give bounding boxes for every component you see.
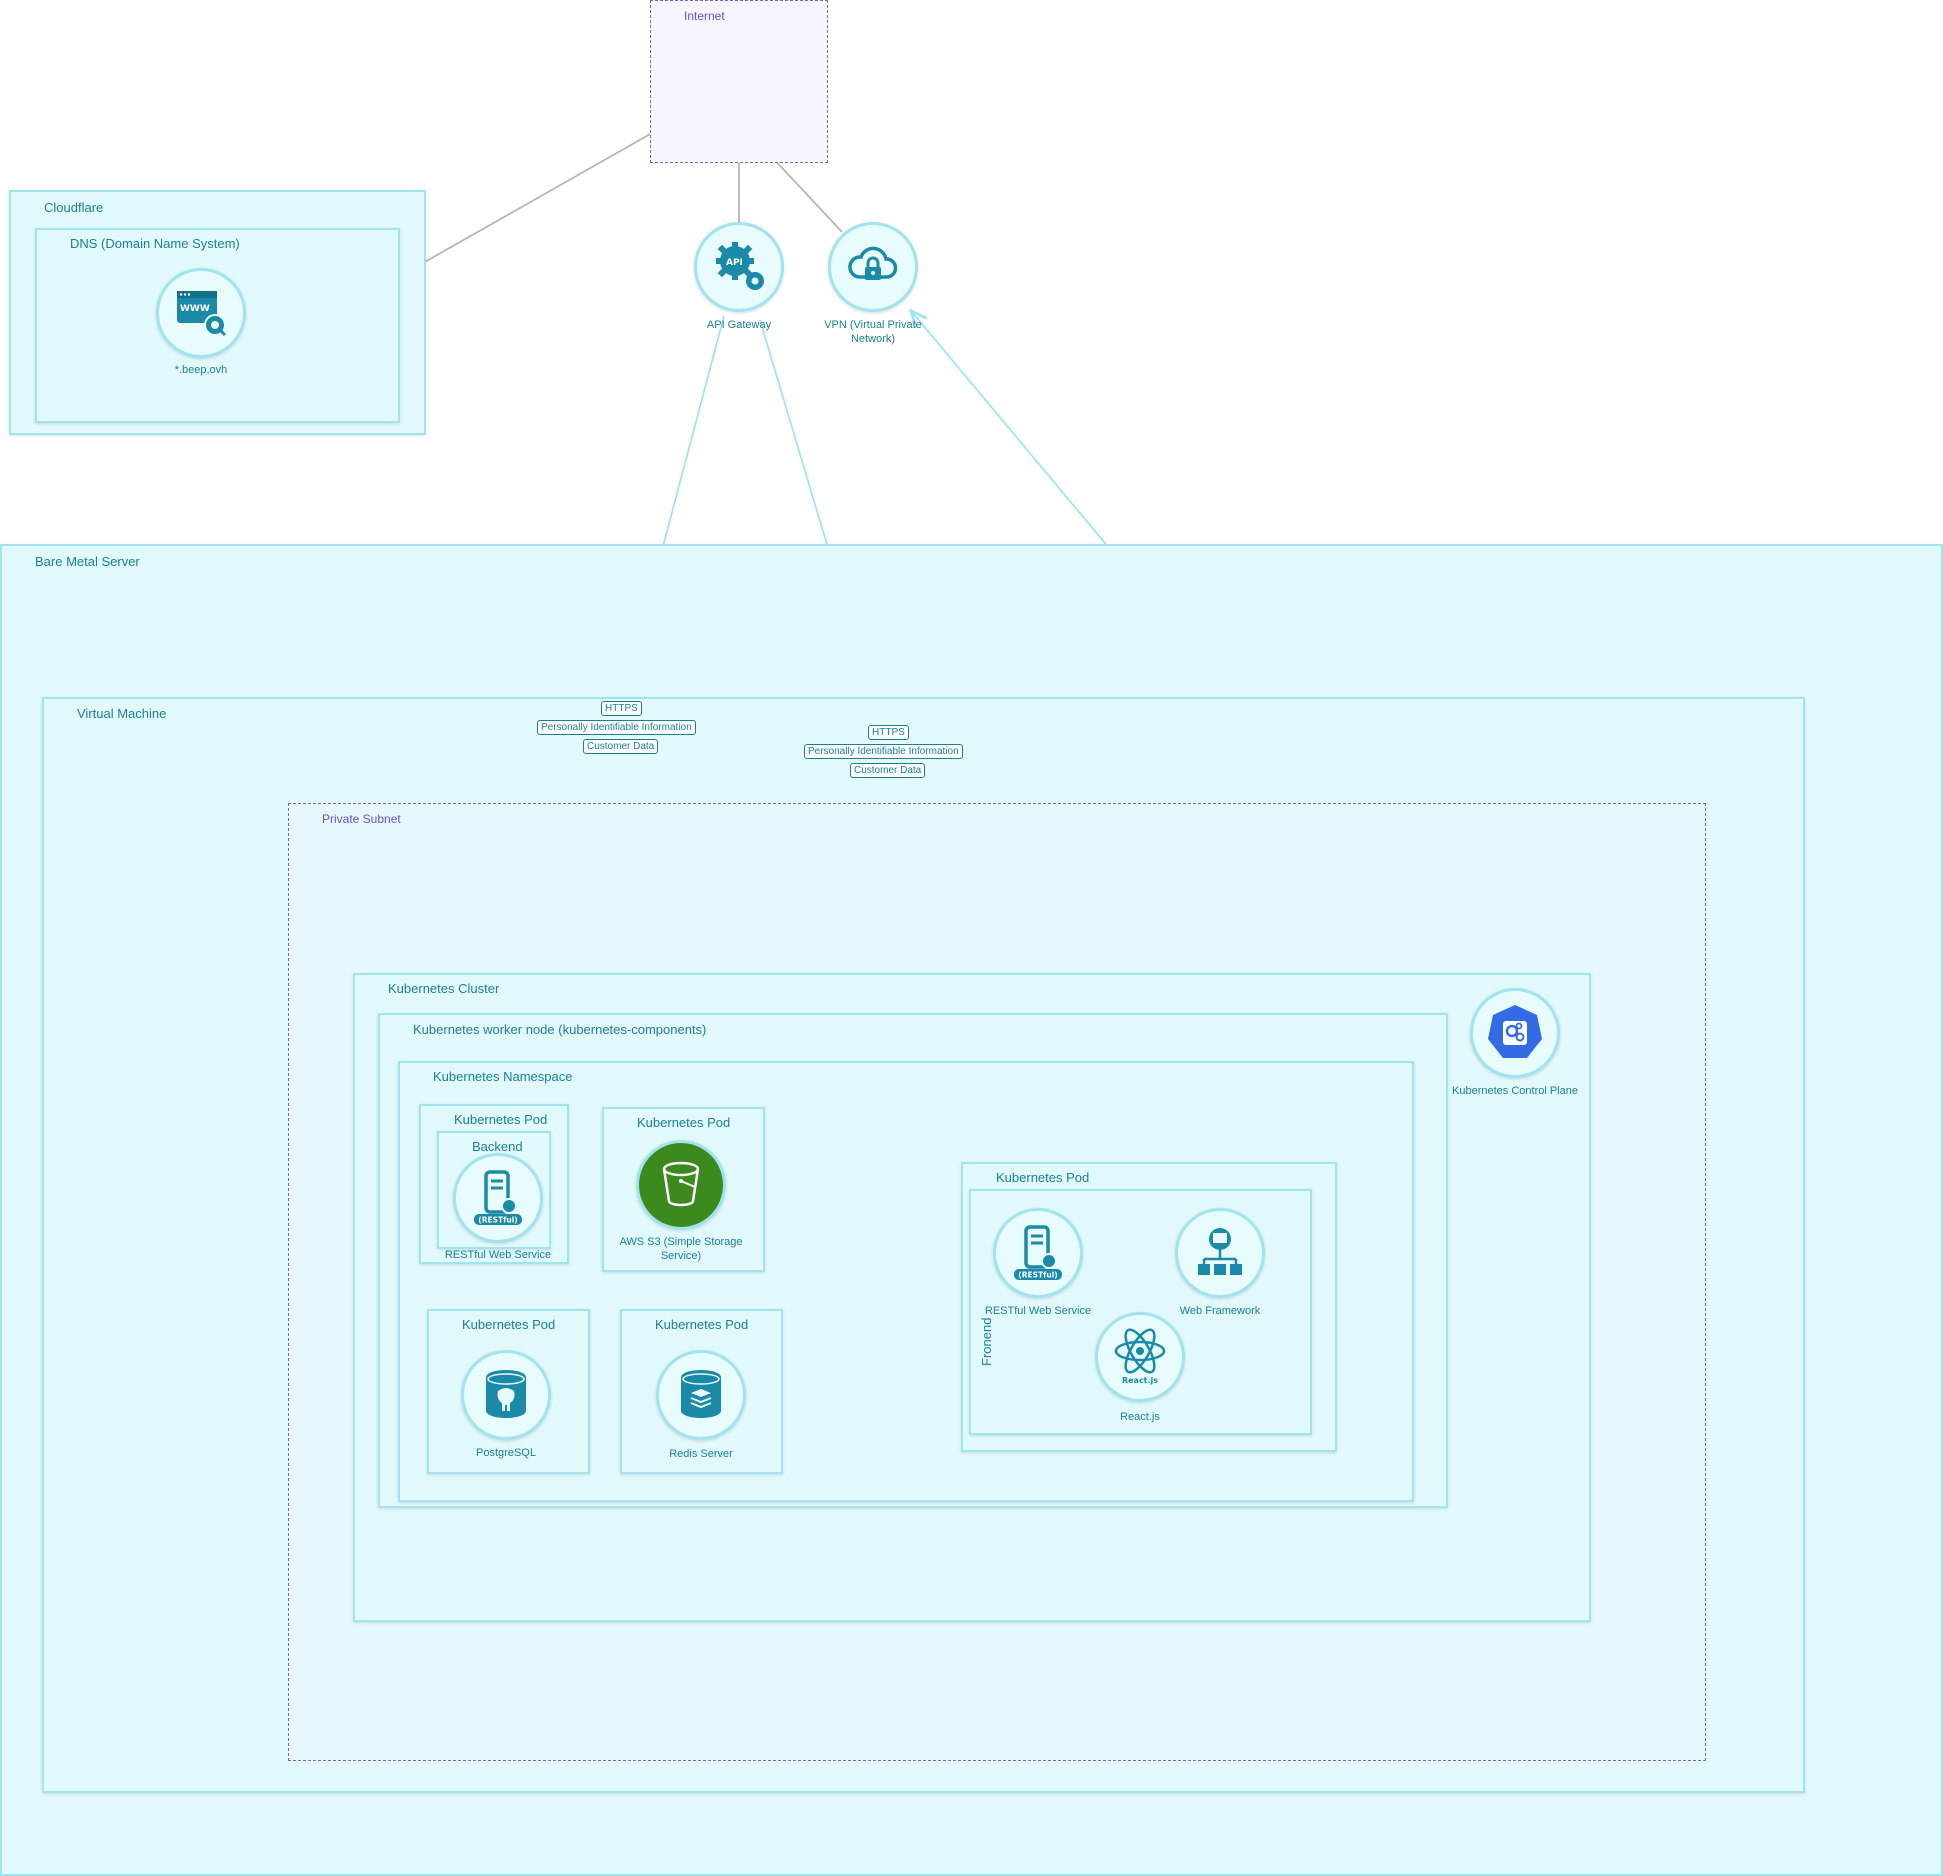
www-settings-icon: WWW xyxy=(177,291,227,337)
k8s-control-plane-caption: Kubernetes Control Plane xyxy=(1452,1085,1578,1097)
kubernetes-icon xyxy=(1488,1005,1542,1058)
edge-left-customer-data: Customer Data xyxy=(583,739,659,754)
vpn-node[interactable] xyxy=(828,222,918,312)
backend-label: Backend xyxy=(472,1139,523,1154)
api-gateway-node[interactable]: API xyxy=(694,222,784,312)
database-elephant-icon xyxy=(486,1370,526,1418)
bucket-icon xyxy=(662,1161,700,1207)
restful-frontend-node[interactable]: (RESTful) xyxy=(993,1208,1083,1298)
bare-metal-label: Bare Metal Server xyxy=(35,554,140,569)
restful-backend-node[interactable]: (RESTful) xyxy=(453,1153,543,1243)
react-text: React.js xyxy=(1122,1376,1158,1385)
k8s-control-plane-node[interactable] xyxy=(1470,988,1560,1078)
reactjs-node[interactable]: React.js xyxy=(1095,1312,1185,1402)
dns-node-caption: *.beep,ovh xyxy=(174,364,228,376)
vm-label: Virtual Machine xyxy=(77,706,167,721)
pod-frontend-label: Kubernetes Pod xyxy=(996,1170,1090,1185)
api-text: API xyxy=(726,258,743,268)
edge-right-https: HTTPS xyxy=(868,725,909,740)
redis-caption: Redis Server xyxy=(669,1448,733,1460)
restful-text: (RESTful) xyxy=(478,1216,517,1225)
dns-label: DNS (Domain Name System) xyxy=(70,236,240,251)
react-atom-icon: React.js xyxy=(1114,1328,1166,1385)
edge-dns-to-internet xyxy=(399,124,668,277)
database-redis-icon xyxy=(681,1370,721,1418)
frontend-label: Fronend xyxy=(979,1317,994,1366)
pod-redis-label: Kubernetes Pod xyxy=(655,1317,749,1332)
redis-node[interactable] xyxy=(656,1350,746,1440)
restful-text: (RESTful) xyxy=(1018,1271,1057,1280)
restful-server-icon: (RESTful) xyxy=(1014,1225,1062,1280)
api-gear-icon: API xyxy=(716,242,764,290)
web-framework-caption: Web Framework xyxy=(1179,1305,1261,1317)
private-subnet-label: Private Subnet xyxy=(322,812,401,826)
restful-server-icon: (RESTful) xyxy=(474,1170,522,1225)
edge-left-pii: Personally Identifiable Information xyxy=(537,720,696,735)
aws-s3-node[interactable] xyxy=(636,1140,726,1230)
vpn-caption: VPN (Virtual Private Network) xyxy=(824,319,922,345)
pod-s3-label: Kubernetes Pod xyxy=(637,1115,731,1130)
internet-label: Internet xyxy=(684,9,725,23)
aws-s3-caption: AWS S3 (Simple Storage Service) xyxy=(619,1236,743,1262)
restful-backend-caption: RESTful Web Service xyxy=(444,1249,552,1261)
internet-boundary: Internet xyxy=(650,0,828,163)
cloudflare-label: Cloudflare xyxy=(44,200,104,215)
web-framework-icon xyxy=(1198,1228,1242,1275)
web-framework-node[interactable] xyxy=(1175,1208,1265,1298)
cloud-lock-icon xyxy=(848,246,898,280)
postgresql-node[interactable] xyxy=(461,1350,551,1440)
edge-left-https: HTTPS xyxy=(601,701,642,716)
dns-node[interactable]: WWW xyxy=(156,268,246,358)
reactjs-caption: React.js xyxy=(1120,1411,1160,1423)
postgresql-caption: PostgreSQL xyxy=(476,1447,536,1459)
k8s-cluster-label: Kubernetes Cluster xyxy=(388,981,500,996)
api-gateway-caption: API Gateway xyxy=(706,319,772,331)
edge-right-customer-data: Customer Data xyxy=(850,763,926,778)
restful-frontend-caption: RESTful Web Service xyxy=(984,1305,1092,1317)
pod-postgresql-label: Kubernetes Pod xyxy=(462,1317,556,1332)
www-text: WWW xyxy=(180,304,210,314)
pod-backend-label: Kubernetes Pod xyxy=(454,1112,548,1127)
worker-node-label: Kubernetes worker node (kubernetes-compo… xyxy=(413,1022,707,1037)
namespace-label: Kubernetes Namespace xyxy=(433,1069,573,1084)
edge-right-pii: Personally Identifiable Information xyxy=(804,744,963,759)
